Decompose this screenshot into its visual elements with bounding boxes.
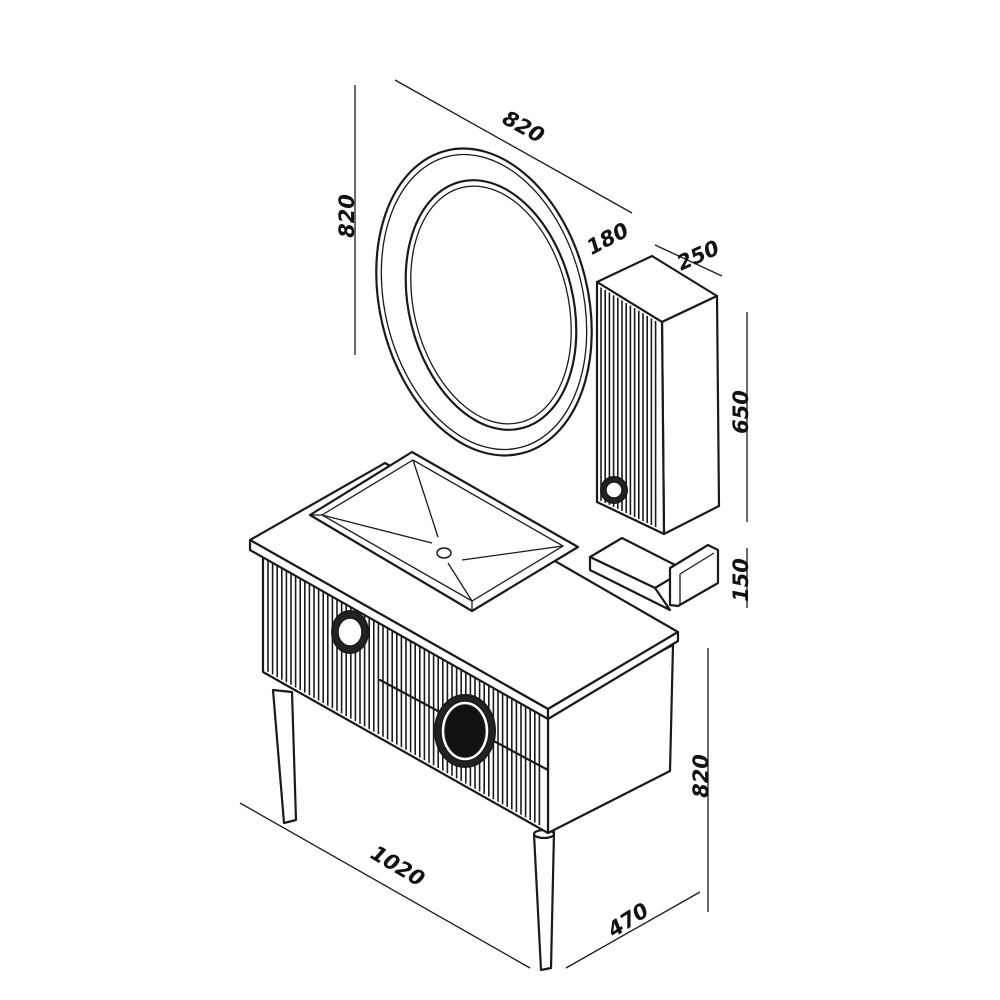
dim-cabinet-height: 650: [729, 390, 753, 434]
cabinet-side: [660, 294, 721, 536]
shelf-hook: [668, 543, 720, 608]
sink-basin-fold: [412, 459, 439, 538]
wall-shelf: [588, 536, 720, 612]
dim-vanity-width: 1020: [366, 841, 428, 892]
dim-vanity-depth: 470: [602, 898, 653, 943]
vanity-legs: [271, 688, 556, 972]
shelf-front: [588, 555, 672, 612]
mirror-glass-outer: [404, 179, 578, 431]
drawer-knob-small: [331, 610, 369, 654]
dim-shelf-height: 150: [729, 558, 753, 602]
dim-mirror-height: 820: [335, 194, 359, 238]
sink-rim-outer: [308, 450, 580, 613]
leg-back-left: [271, 688, 298, 825]
vanity-cabinet: [261, 550, 675, 835]
mirror-frame-line: [380, 153, 588, 451]
dim-vanity-height: 820: [689, 754, 713, 798]
vessel-sink: [308, 450, 580, 613]
dim-cabinet-depth: 180: [583, 218, 633, 260]
drawer-knob-large: [434, 694, 496, 768]
round-mirror: [375, 147, 593, 457]
tall-side-cabinet: [595, 254, 721, 536]
cabinet-knob-inner: [605, 481, 623, 499]
mirror-glass-inner: [410, 185, 572, 425]
leg-front-left: [532, 830, 556, 972]
dim-cabinet-width: 250: [673, 236, 723, 276]
sink-drain: [436, 547, 452, 559]
dimension-lines: [239, 79, 748, 969]
cabinet-front-flutes: [600, 287, 657, 527]
countertop-side-edge: [546, 630, 680, 721]
